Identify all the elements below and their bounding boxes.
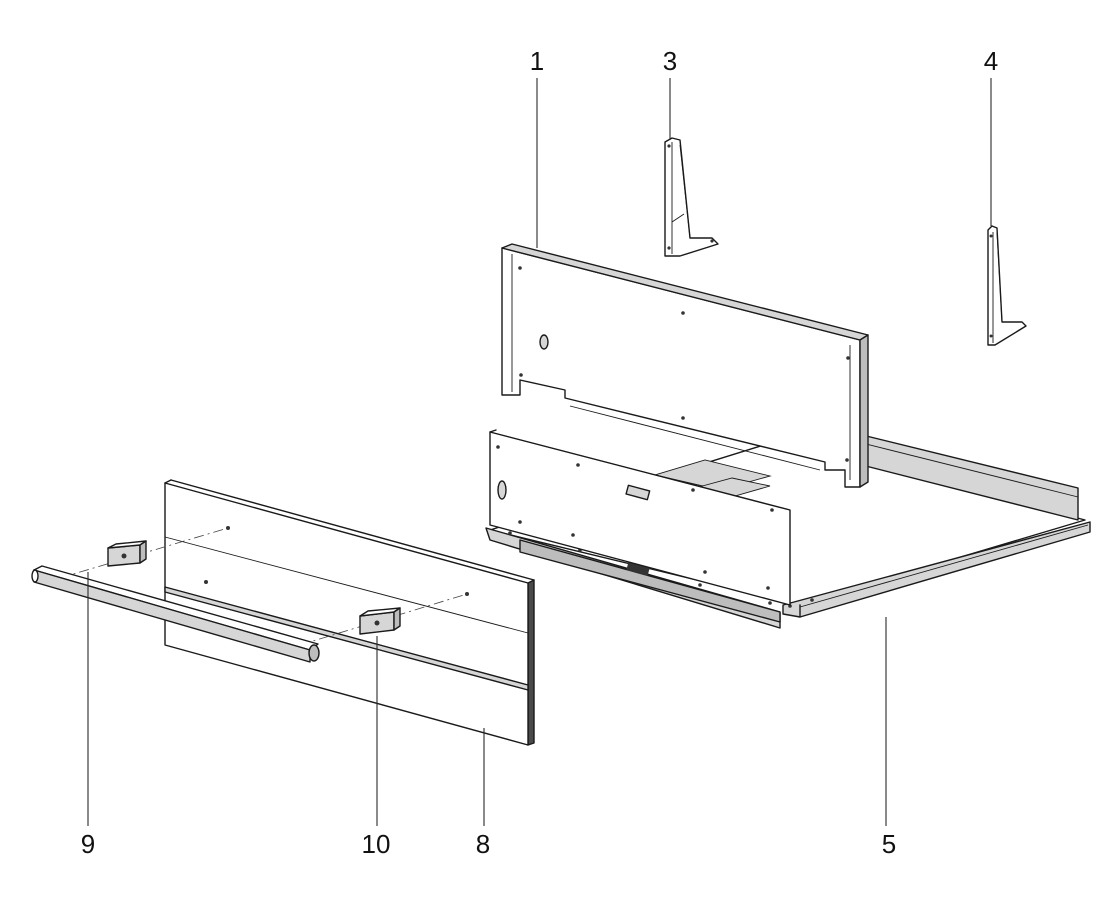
part-8-front-panel <box>59 479 535 746</box>
callout-label-1: 1 <box>530 46 544 76</box>
part-10-handle-mount <box>107 540 401 635</box>
callout-label-4: 4 <box>984 46 998 76</box>
callout-label-10: 10 <box>362 829 391 859</box>
callout-label-3: 3 <box>663 46 677 76</box>
callout-label-5: 5 <box>882 829 896 859</box>
part-3-bracket <box>664 137 719 257</box>
callout-label-9: 9 <box>81 829 95 859</box>
part-9-handle-bar <box>31 565 320 663</box>
part-1-back-panel <box>501 243 869 488</box>
inner-front-panel <box>489 429 791 606</box>
leader-lines <box>87 78 992 826</box>
part-4-bracket <box>987 225 1027 346</box>
callout-labels: 1 3 4 5 8 9 10 <box>81 46 998 859</box>
callout-label-8: 8 <box>476 829 490 859</box>
